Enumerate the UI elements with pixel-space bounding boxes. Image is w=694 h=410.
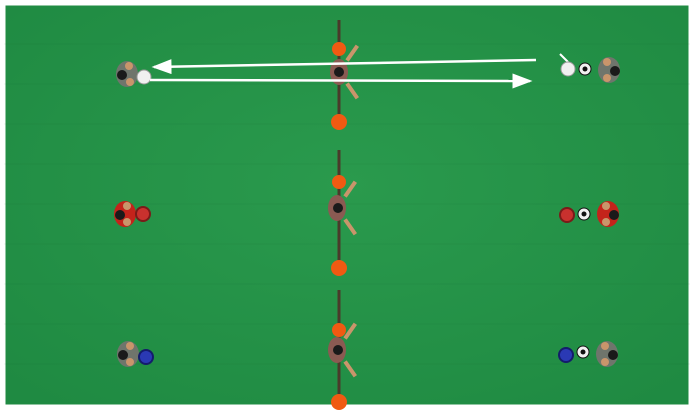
right-player-top (598, 57, 620, 83)
ball-left-top (137, 70, 151, 84)
cone-bottom-down (331, 394, 347, 410)
arrow-right (150, 80, 530, 81)
marker-right-bottom (559, 348, 573, 362)
soccer-ball-bottom (577, 346, 589, 358)
cone-bottom-up (332, 323, 346, 337)
soccer-ball-middle (578, 208, 590, 220)
right-player-middle (597, 201, 619, 227)
left-player-top (116, 61, 138, 87)
left-player-bottom (117, 341, 139, 367)
right-player-bottom (596, 341, 618, 367)
marker-right-middle (560, 208, 574, 222)
marker-left-middle (136, 207, 150, 221)
ball-right-top (561, 62, 575, 76)
left-player-middle (114, 201, 136, 227)
cone-top-up (332, 42, 346, 56)
cone-middle-up (332, 175, 346, 189)
soccer-ball-top (579, 63, 591, 75)
cone-top-down (331, 114, 347, 130)
cone-middle-down (331, 260, 347, 276)
marker-left-bottom (139, 350, 153, 364)
